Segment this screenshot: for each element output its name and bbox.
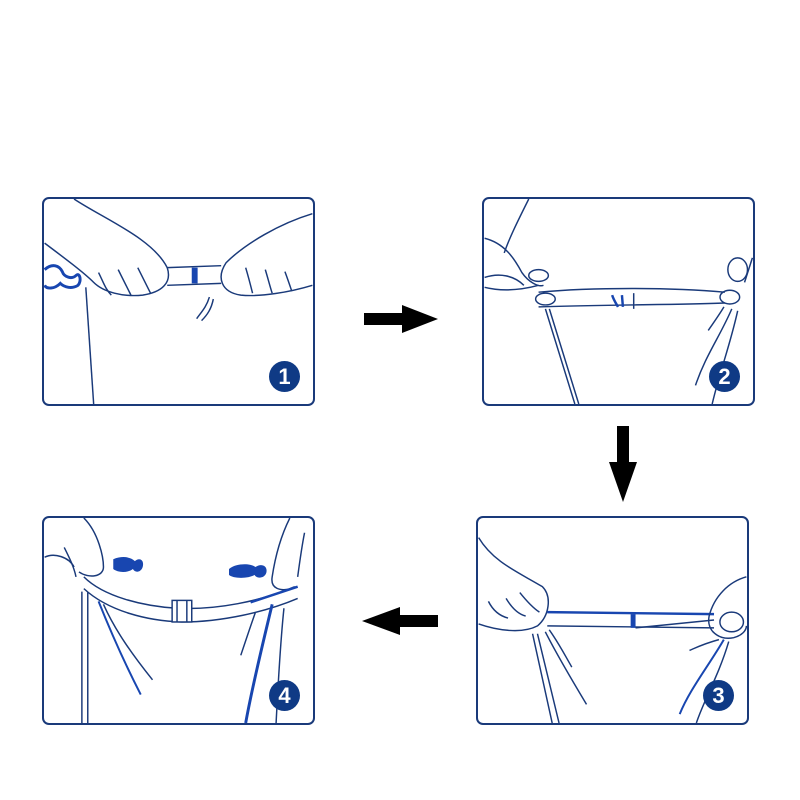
pulling-strap-taut-illustration bbox=[478, 537, 747, 723]
step-number-badge: 1 bbox=[269, 361, 300, 392]
step-number-badge: 3 bbox=[703, 680, 734, 711]
step-3-panel: 3 bbox=[476, 516, 749, 725]
step-2-panel: 2 bbox=[482, 197, 755, 406]
step-number-badge: 4 bbox=[269, 680, 300, 711]
arrow-down-icon bbox=[609, 426, 637, 502]
fastened-buckle-illustration bbox=[44, 518, 306, 723]
hands-pulling-strap-illustration bbox=[44, 199, 313, 404]
step-4-panel: 4 bbox=[42, 516, 315, 725]
arrow-right-icon bbox=[364, 305, 438, 333]
step-1-panel: 1 bbox=[42, 197, 315, 406]
step-number-badge: 2 bbox=[709, 361, 740, 392]
stretching-elastic-band-illustration bbox=[484, 199, 753, 404]
arrow-left-icon bbox=[362, 607, 438, 635]
